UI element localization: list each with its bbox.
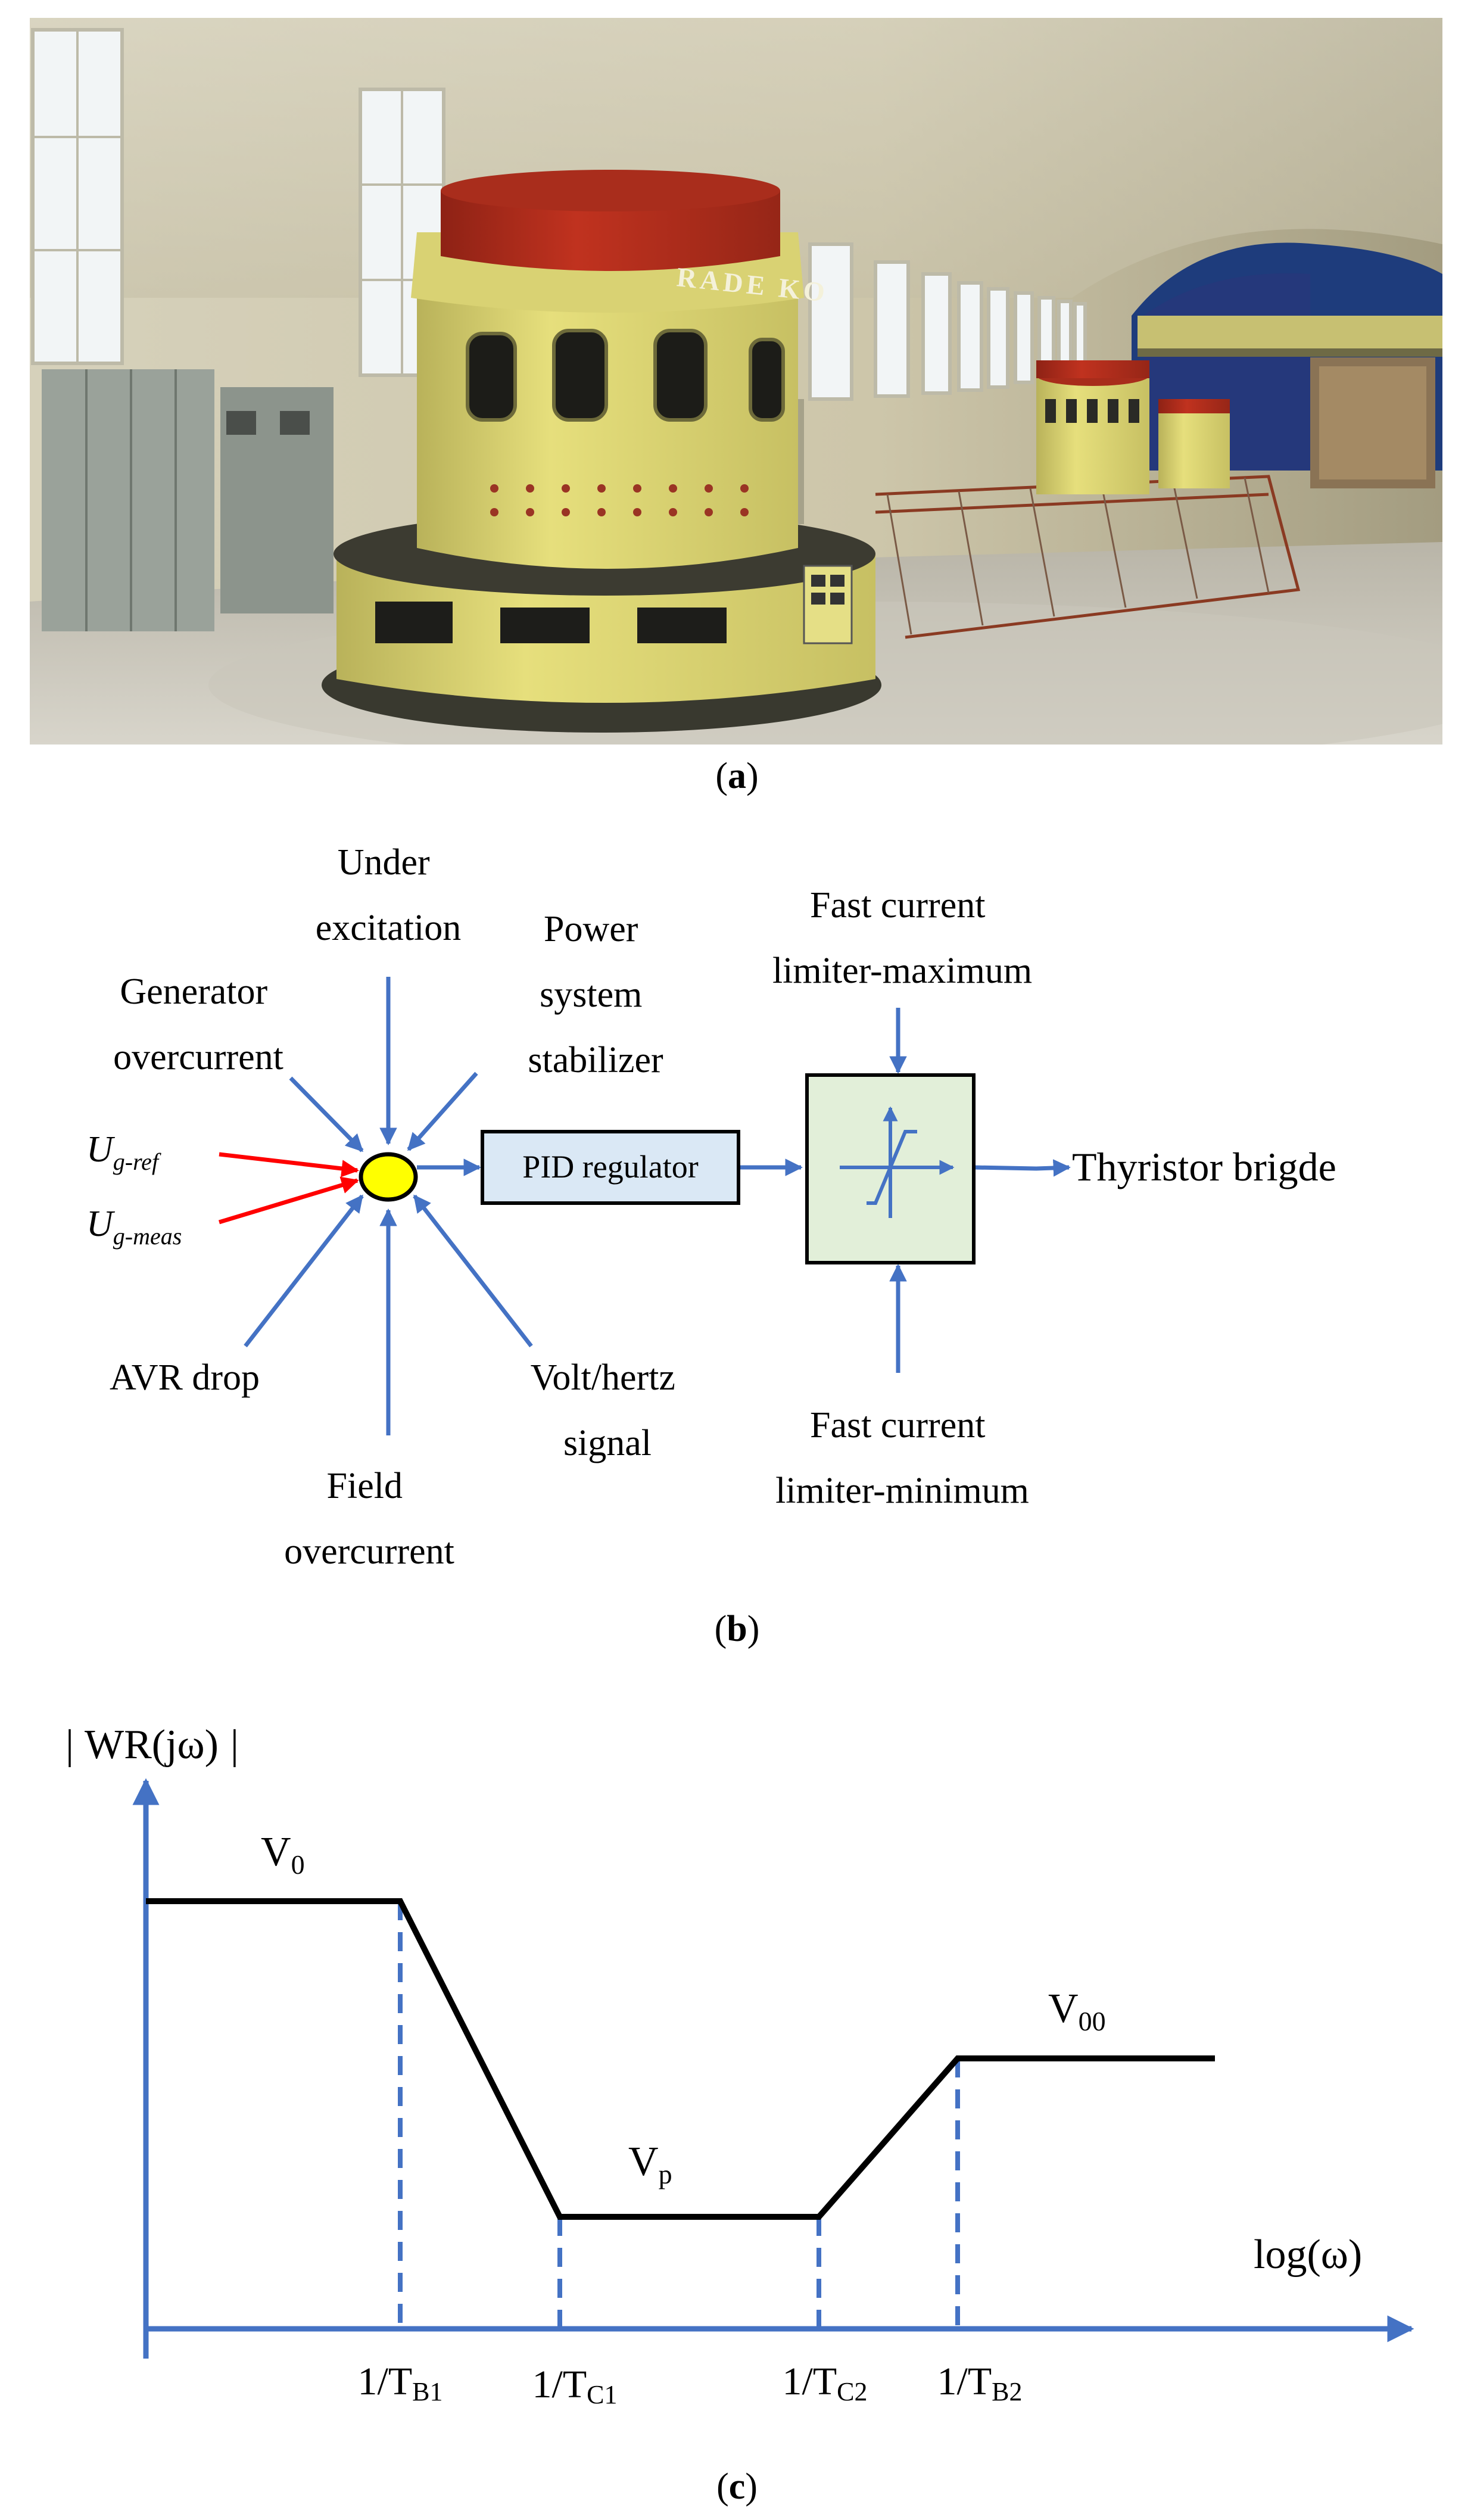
pss-line1: Power	[544, 909, 638, 949]
svg-text:Under excitation: Under excitation	[316, 842, 461, 948]
generator-overcurrent-line2: overcurrent	[113, 1037, 283, 1077]
y-axis-label: |WR(jω)|	[66, 1722, 239, 1768]
saturation-icon	[840, 1106, 955, 1218]
level-v00: V00	[1048, 1986, 1106, 2036]
arrow-ug-meas	[218, 1176, 359, 1225]
avr-drop-label: AVR drop	[110, 1357, 260, 1398]
arrow-ug-ref	[219, 1152, 359, 1178]
limiter-max-line2: limiter-maximum	[772, 951, 1032, 991]
pss-line2: system	[540, 974, 642, 1015]
asymptote-curve	[146, 1898, 1215, 2220]
volt-hertz-line2: signal	[563, 1423, 652, 1463]
ug-meas-label: Ug-meas	[86, 1204, 182, 1250]
x-axis-label: log(ω)	[1254, 2232, 1362, 2278]
under-excitation-line2: excitation	[316, 908, 461, 948]
arrow-generator-overcurrent	[289, 1076, 364, 1152]
svg-text:Volt/hertz signal: Volt/hertz signal	[531, 1357, 685, 1463]
tick-tb2: 1/TB2	[937, 2360, 1022, 2406]
ug-ref-label: Ug-ref	[86, 1129, 161, 1175]
under-excitation-line1: Under	[338, 842, 430, 883]
volt-hertz-line1: Volt/hertz	[531, 1357, 675, 1398]
svg-text:Fast current limiter-maxim: Fast current limiter-maximum	[772, 885, 1032, 991]
generator-hall-photo: RADE KO	[30, 18, 1442, 745]
limiter-min-line2: limiter-minimum	[775, 1471, 1029, 1511]
limiter-min-line1: Fast current	[810, 1405, 985, 1446]
caption-b: (b)	[714, 1609, 760, 1649]
svg-text:Generator overcurrent: Generator overcurrent	[113, 971, 283, 1077]
level-v0: V0	[261, 1829, 305, 1880]
pss-line3: stabilizer	[528, 1040, 663, 1080]
tick-tb1: 1/TB1	[357, 2360, 442, 2406]
arrow-volt-hertz	[413, 1194, 533, 1348]
caption-c: (c)	[716, 2466, 758, 2507]
svg-text:Power system stabilize: Power system stabilizer	[528, 909, 663, 1080]
pid-regulator-label: PID regulator	[522, 1149, 698, 1185]
limiter-max-line1: Fast current	[810, 885, 985, 926]
tick-tc1: 1/TC1	[532, 2363, 617, 2409]
generator-overcurrent-line1: Generator	[120, 971, 267, 1012]
bode-magnitude-plot: |WR(jω)| log(ω) V0 Vp V00 1/TB1 1/TC1 1/…	[66, 1722, 1414, 2409]
field-overcurrent-line2: overcurrent	[284, 1531, 454, 1572]
tick-tc2: 1/TC2	[782, 2360, 867, 2406]
thyristor-bridge-label: Thyristor brigde	[1072, 1144, 1336, 1189]
summing-junction	[359, 1152, 418, 1202]
caption-a: (a)	[715, 756, 759, 796]
arrow-avr-drop	[244, 1194, 364, 1348]
level-vp: Vp	[628, 2139, 672, 2189]
avr-block-diagram: PID regulator Under excitation Power sys…	[86, 842, 1336, 1572]
svg-text:Field overcurrent: Field overcurrent	[284, 1466, 454, 1572]
arrow-power-system-stabilizer	[407, 1071, 478, 1151]
svg-text:Fast current limiter-minim: Fast current limiter-minimum	[775, 1405, 1029, 1511]
arrow-to-thyristor	[973, 1159, 1071, 1177]
field-overcurrent-line1: Field	[327, 1466, 403, 1506]
pid-regulator-block	[481, 1130, 740, 1205]
